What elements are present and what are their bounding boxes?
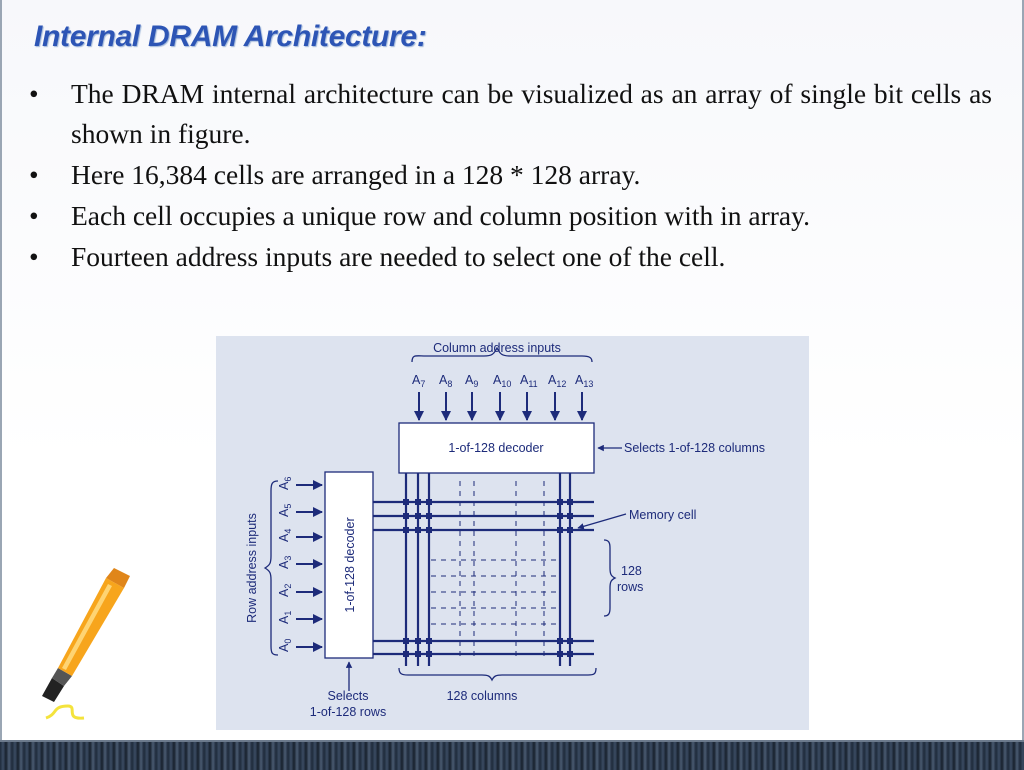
- row-address-brace: [263, 480, 279, 656]
- row-input-label: A4: [277, 529, 293, 542]
- column-address-brace: [411, 346, 593, 363]
- column-input-label: A9: [465, 373, 478, 389]
- memory-cell-dot: [403, 651, 409, 657]
- memory-cell-dot: [557, 527, 563, 533]
- bullet-dot: •: [29, 159, 39, 190]
- bullet-item: • Each cell occupies a unique row and col…: [26, 196, 992, 236]
- memory-cell-dot: [557, 638, 563, 644]
- memory-cell-dot: [557, 499, 563, 505]
- column-input-label: A13: [575, 373, 593, 389]
- column-input-label: A7: [412, 373, 425, 389]
- rows-word-label: rows: [617, 580, 643, 594]
- column-address-label: Column address inputs: [433, 341, 561, 355]
- slide-title: Internal DRAM Architecture:: [34, 20, 427, 53]
- memory-cell-label: Memory cell: [629, 508, 696, 522]
- memory-cell-dot: [567, 651, 573, 657]
- columns-label: 128 columns: [447, 689, 518, 703]
- column-input-label: A11: [520, 373, 538, 389]
- memory-cell-dot: [567, 499, 573, 505]
- memory-cell-dot: [426, 499, 432, 505]
- row-address-label: Row address inputs: [245, 513, 259, 623]
- row-input-label: A3: [277, 556, 293, 569]
- memory-cell-dot: [403, 513, 409, 519]
- columns-brace: [398, 667, 597, 682]
- column-input-label: A8: [439, 373, 452, 389]
- memory-cell-dot: [567, 527, 573, 533]
- bullet-item: • Here 16,384 cells are arranged in a 128…: [26, 155, 992, 195]
- memory-cell-dot: [403, 638, 409, 644]
- bullet-text: Each cell occupies a unique row and colu…: [71, 200, 810, 231]
- row-input-label: A0: [277, 639, 293, 652]
- column-select-label: Selects 1-of-128 columns: [624, 441, 765, 455]
- memory-cell-dot: [415, 527, 421, 533]
- memory-cell-dot: [426, 527, 432, 533]
- memory-cell-dot: [426, 651, 432, 657]
- bullet-text: The DRAM internal architecture can be vi…: [71, 78, 992, 149]
- memory-cell-pointer: [577, 513, 627, 530]
- memory-cell-dot: [426, 513, 432, 519]
- column-input-arrows: [414, 392, 587, 421]
- bullet-item: • The DRAM internal architecture can be v…: [26, 74, 992, 154]
- memory-cell-dot: [415, 638, 421, 644]
- column-input-labels: A7 A8 A9 A10 A11 A12 A13: [412, 373, 593, 389]
- footer-texture-bar: [0, 740, 1024, 770]
- memory-cell-dot: [567, 638, 573, 644]
- diagram-canvas: Column address inputs A7 A8 A9 A10 A11 A12 A13…: [245, 341, 765, 719]
- row-select-line2: 1-of-128 rows: [310, 705, 386, 719]
- memory-cell-dot: [403, 499, 409, 505]
- bullet-list: • The DRAM internal architecture can be v…: [26, 74, 992, 278]
- bullet-text: Fourteen address inputs are needed to se…: [71, 241, 726, 272]
- column-input-label: A10: [493, 373, 511, 389]
- memory-cell-dot: [415, 499, 421, 505]
- column-input-label: A12: [548, 373, 566, 389]
- row-input-label: A6: [277, 477, 293, 490]
- memory-cell-dot: [426, 638, 432, 644]
- row-input-label: A1: [277, 611, 293, 624]
- bullet-text: Here 16,384 cells are arranged in a 128 …: [71, 159, 641, 190]
- highlighter-pen-icon: [42, 568, 130, 720]
- memory-cell-dot: [557, 513, 563, 519]
- rows-count-label: 128: [621, 564, 642, 578]
- row-input-label: A5: [277, 504, 293, 517]
- memory-cell-dot: [403, 527, 409, 533]
- bullet-dot: •: [29, 78, 39, 109]
- bullet-item: • Fourteen address inputs are needed to s…: [26, 237, 992, 277]
- row-input-label: A2: [277, 584, 293, 597]
- column-decoder-label: 1-of-128 decoder: [448, 441, 543, 455]
- bullet-dot: •: [29, 241, 39, 272]
- column-decoder-box: [398, 422, 595, 474]
- dram-architecture-diagram: Column address inputs A7 A8 A9 A10 A11 A12 A13…: [216, 336, 809, 730]
- memory-cell-dot: [415, 513, 421, 519]
- bullet-dot: •: [29, 200, 39, 231]
- rows-brace: [603, 539, 617, 617]
- row-select-line1: Selects: [328, 689, 369, 703]
- memory-cell-dot: [557, 651, 563, 657]
- row-input-arrows: [296, 480, 323, 652]
- memory-cell-dot: [567, 513, 573, 519]
- row-decoder-box: [324, 471, 374, 659]
- memory-cell-dot: [415, 651, 421, 657]
- row-decoder-label: 1-of-128 decoder: [343, 517, 357, 612]
- cell-array: [373, 473, 594, 666]
